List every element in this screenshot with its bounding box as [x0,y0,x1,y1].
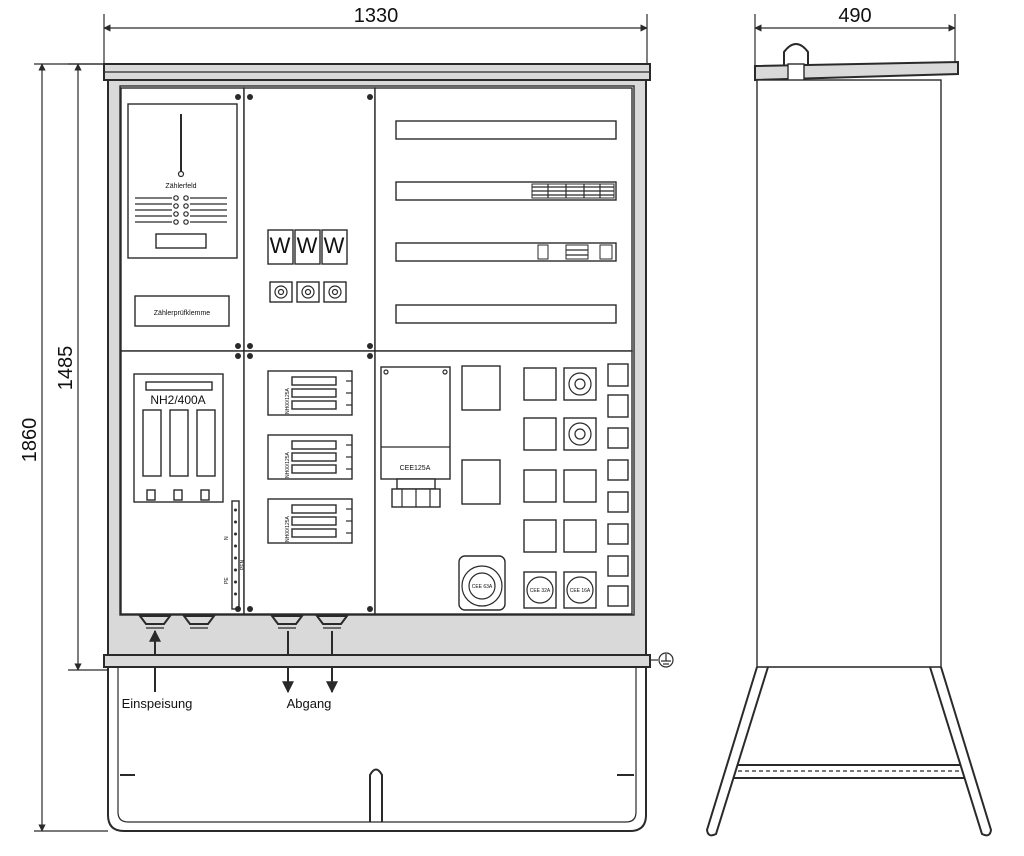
socket-housing-1 [461,365,501,411]
side-body [756,79,942,668]
side-leg-right [929,666,993,837]
fuse-w-3 [321,229,348,265]
side-crossbar [734,764,964,779]
dimension-total-height-label: 1860 [19,418,41,463]
socket-housing-2 [461,459,501,505]
cabinet-plinth [103,654,651,668]
nh-fuse-1: NH00/125A [267,370,353,416]
cee-125a-label: CEE125A [400,465,431,472]
meter-field-label: Zählerfeld [165,183,196,190]
dimension-total-height: 1860 [19,63,108,832]
cable-glands [138,615,349,629]
outlet-label: Abgang [287,696,332,711]
nh-fuse-3-label: NH00/125A [285,515,291,542]
nh-switch-section: NH2/400A N PEN PE [120,350,246,615]
center-post [369,768,383,822]
fuse-w-3-label: W [324,233,345,258]
nh-switch-label: NH2/400A [150,393,205,407]
feed-label: Einspeisung [122,696,193,711]
fuse-w-2-label: W [297,233,318,258]
nh-fuse-2-label: NH00/125A [285,451,291,478]
nh-fuse-section: NH00/125A NH00/125A NH00/125A [243,350,376,615]
meter-lines [135,195,227,225]
nh-fuse-1-label: NH00/125A [285,387,291,414]
side-view [705,43,993,837]
terminal-pen-label: PEN [240,559,246,570]
switch-column [607,363,629,607]
socket-grid: CEE 32A CEE 16A [523,367,597,609]
panel-screws [235,94,373,612]
din-rail-section [374,87,633,352]
meter-display [155,233,207,249]
dimension-width-side-label: 490 [838,5,871,27]
side-roof [754,60,959,82]
fuse-w-1 [267,229,294,265]
front-view: Zählerfeld Zählerprüfklemme W [103,63,674,832]
side-leg-left [705,666,769,837]
fuse-section-top: W W W [243,87,376,352]
terminal-n-label: N [224,536,230,540]
ground-symbol [650,652,674,668]
fuse-w-2 [294,229,321,265]
cee-32a-label: CEE 32A [530,588,551,594]
cee-63a-label: CEE 63A [472,584,493,590]
ground-frame [107,667,647,832]
lifting-eye [783,43,809,83]
cee-socket-section: CEE125A CEE 63A [374,350,633,615]
cee-16a-label: CEE 16A [570,588,591,594]
cee-63a-socket: CEE 63A [458,555,506,611]
nh-fuse-2: NH00/125A [267,434,353,480]
cee-125a-socket: CEE125A [380,366,451,508]
cee-32a-socket [523,571,557,609]
cee-16a-socket [563,571,597,609]
din-rail-3 [395,242,617,262]
dimension-width-front: 1330 [103,5,648,64]
din-rail-4 [395,304,617,324]
dimension-width-front-label: 1330 [354,5,399,27]
fuse-w-1-label: W [270,233,291,258]
terminal-pe-label: PE [224,577,230,584]
din-rail-1 [395,120,617,140]
dimension-width-side: 490 [754,5,956,66]
meter-field-section: Zählerfeld Zählerprüfklemme [120,87,245,352]
dimension-cabinet-height: 1485 [55,63,108,671]
dimension-cabinet-height-label: 1485 [55,346,77,391]
meter-test-terminal-label: Zählerprüfklemme [154,310,211,317]
nh-fuse-3: NH00/125A [267,498,353,544]
